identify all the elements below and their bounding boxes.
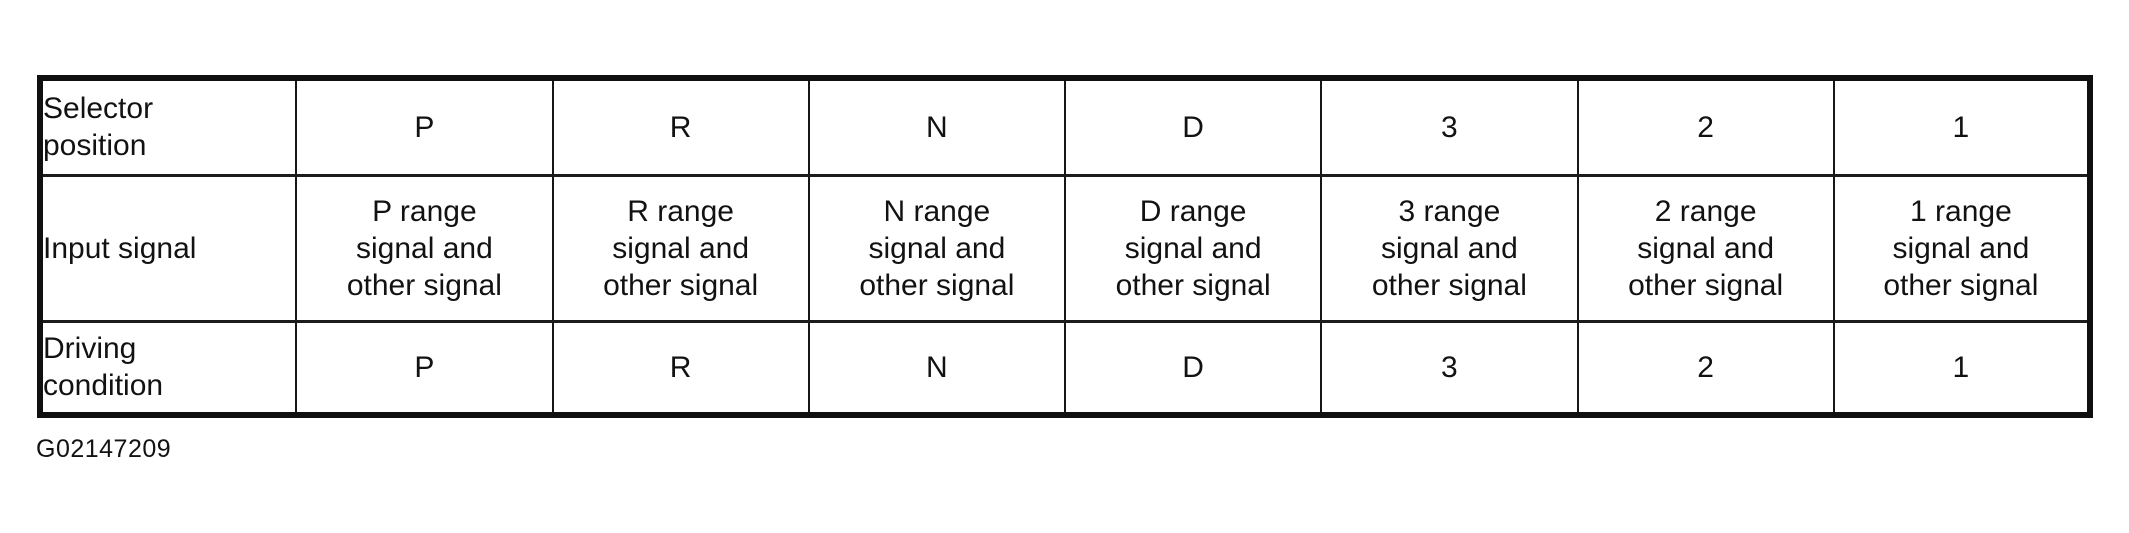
- table-cell: N: [807, 76, 1067, 177]
- table-cell: 3 range signal and other signal: [1320, 173, 1579, 323]
- table-cell: 2 range signal and other signal: [1576, 173, 1835, 323]
- table-row-input-signal: Input signal P range signal and other si…: [38, 173, 2092, 323]
- table-cell: 2: [1576, 319, 1835, 417]
- table-cell: 3: [1320, 319, 1579, 417]
- row-header-selector-position: Selector position: [38, 76, 298, 177]
- selector-position-signal-table: Selector position P R N D 3 2 1 Input si…: [37, 75, 2093, 418]
- table-cell: D range signal and other signal: [1063, 173, 1323, 323]
- table-cell: R: [551, 319, 810, 417]
- table-cell: D: [1063, 319, 1323, 417]
- table-cell: P: [295, 76, 554, 177]
- row-header-input-signal: Input signal: [38, 173, 298, 323]
- figure-id-label: G02147209: [36, 435, 172, 463]
- table-row-driving-condition: Driving condition P R N D 3 2 1: [38, 319, 2092, 417]
- table-cell: 1 range signal and other signal: [1832, 173, 2092, 323]
- table-cell: 3: [1320, 76, 1579, 177]
- table-cell: P range signal and other signal: [295, 173, 554, 323]
- table-cell: P: [295, 319, 554, 417]
- table-cell: R range signal and other signal: [551, 173, 810, 323]
- table-cell: 1: [1832, 319, 2092, 417]
- table-cell: 1: [1832, 76, 2092, 177]
- row-header-driving-condition: Driving condition: [38, 319, 298, 417]
- table-cell: N: [807, 319, 1067, 417]
- table-cell: R: [551, 76, 810, 177]
- table-cell: 2: [1576, 76, 1835, 177]
- table-cell: N range signal and other signal: [807, 173, 1067, 323]
- table-row-selector-position: Selector position P R N D 3 2 1: [38, 76, 2092, 177]
- table-cell: D: [1063, 76, 1323, 177]
